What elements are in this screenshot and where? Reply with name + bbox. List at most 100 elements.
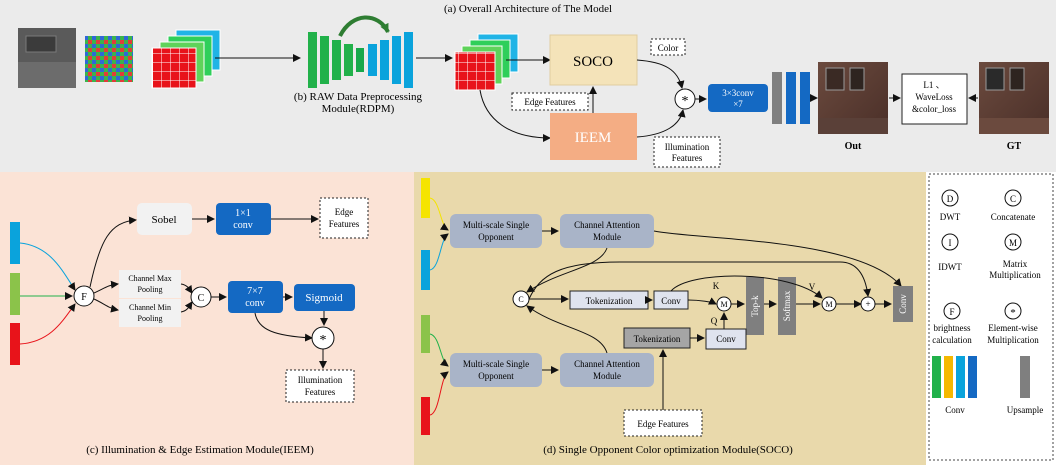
q-label: Q bbox=[711, 316, 718, 326]
legend-matmul-symbol: M bbox=[1009, 238, 1017, 248]
legend-elementwise-line2: Multiplication bbox=[987, 335, 1039, 345]
legend-matmul-icon bbox=[1004, 233, 1022, 251]
legend-brightness-line1: brightness bbox=[934, 323, 971, 333]
soco-input-red bbox=[421, 397, 430, 435]
soco-edge-features-label: Edge Features bbox=[637, 419, 689, 429]
cam-top-line1: Channel Attention bbox=[574, 220, 640, 230]
edge-feature-label: Edge Features bbox=[524, 97, 576, 107]
msso-top-line2: Opponent bbox=[478, 232, 514, 242]
conv-main-label: Conv bbox=[661, 296, 681, 306]
illumination-feature-line2: Features bbox=[672, 153, 703, 163]
ieem-edge-features-box bbox=[319, 197, 369, 239]
brightness-node bbox=[73, 285, 95, 307]
sobel-label: Sobel bbox=[151, 214, 176, 226]
upsample-bar bbox=[772, 72, 782, 124]
channel-min-pool-block bbox=[119, 299, 181, 327]
packed-channel-stack bbox=[151, 29, 221, 89]
legend-upsample-swatch bbox=[1020, 356, 1030, 398]
arrow-conv7-to-mult bbox=[254, 312, 313, 342]
conv-block-edge bbox=[705, 328, 747, 350]
legend-elementwise-icon bbox=[1004, 302, 1022, 320]
msso-top-line1: Multi-scale Single bbox=[463, 220, 529, 230]
brightness-node-symbol: F bbox=[81, 292, 87, 303]
add-node-symbol: + bbox=[865, 299, 870, 309]
soco-concat-symbol: C bbox=[518, 295, 523, 304]
conv-3x3-line1: 3×3conv bbox=[722, 88, 754, 98]
msso-block-bottom bbox=[450, 353, 542, 387]
legend-elementwise-symbol: * bbox=[1010, 307, 1016, 319]
k-label: K bbox=[713, 281, 720, 291]
loss-line1: L1 、 bbox=[923, 80, 944, 90]
concat-node-c-symbol: C bbox=[198, 293, 205, 304]
legend-conv-swatch bbox=[932, 356, 977, 398]
arrow-green-to-msso bbox=[429, 333, 449, 367]
channel-max-line2: Pooling bbox=[138, 285, 163, 294]
ieem-input-blue bbox=[10, 222, 20, 264]
panel-c-title: (c) Illumination & Edge Estimation Modul… bbox=[86, 444, 314, 456]
edge-feature-box bbox=[511, 92, 589, 111]
cam-block-bottom bbox=[560, 353, 654, 387]
loss-box bbox=[901, 73, 968, 125]
color-feature-box bbox=[650, 38, 686, 56]
conv-edge-label: Conv bbox=[716, 334, 736, 344]
legend-conv-label: Conv bbox=[945, 405, 965, 415]
legend-border bbox=[928, 173, 1054, 461]
ieem-elementwise-symbol: * bbox=[320, 333, 327, 348]
conv-1x1-block bbox=[216, 203, 271, 235]
legend-elementwise-line1: Element-wise bbox=[988, 323, 1037, 333]
arrow-f-to-sobel bbox=[89, 216, 137, 288]
legend-matmul-line2: Multiplication bbox=[989, 270, 1041, 280]
ieem-illumination-line2: Features bbox=[305, 387, 336, 397]
ieem-input-green bbox=[10, 273, 20, 315]
legend-concat-symbol: C bbox=[1010, 194, 1016, 204]
conv-7x7-block bbox=[228, 281, 283, 313]
out-label: Out bbox=[845, 141, 862, 152]
final-conv-block bbox=[893, 286, 913, 322]
rdpm-caption-line1: (b) RAW Data Preprocessing bbox=[294, 91, 423, 103]
cam-bottom-line2: Module bbox=[593, 371, 621, 381]
channel-min-line2: Pooling bbox=[138, 314, 163, 323]
legend-background bbox=[926, 172, 1056, 465]
arrow-red-to-f bbox=[19, 303, 76, 345]
ieem-input-red bbox=[10, 323, 20, 365]
legend-concat-icon bbox=[1004, 189, 1022, 207]
softmax-label: Softmax bbox=[782, 290, 792, 321]
arrow-cam-bottom-to-concat bbox=[526, 305, 608, 354]
arrow-ieem-to-mult bbox=[636, 109, 686, 138]
conv-3x3-line2: ×7 bbox=[733, 99, 743, 109]
arrow-blue-to-f bbox=[19, 242, 76, 291]
soco-edge-features-box bbox=[623, 409, 703, 437]
conv-bar-1 bbox=[786, 72, 796, 124]
conv-1x1-line1: 1×1 bbox=[235, 208, 251, 219]
msso-bottom-line1: Multi-scale Single bbox=[463, 359, 529, 369]
msso-bottom-line2: Opponent bbox=[478, 371, 514, 381]
arrow-f-to-max bbox=[93, 280, 119, 294]
legend-dwt-label: DWT bbox=[940, 212, 961, 222]
rdpm-caption-line2: Module(RDPM) bbox=[322, 103, 395, 115]
panel-a-title: (a) Overall Architecture of The Model bbox=[444, 3, 612, 15]
arrow-yellow-to-msso bbox=[429, 197, 449, 231]
soco-input-blue bbox=[421, 250, 430, 290]
legend-brightness-symbol: F bbox=[949, 307, 954, 317]
arrow-conv-k-to-m bbox=[687, 297, 717, 305]
legend-upsample-label: Upsample bbox=[1007, 405, 1044, 415]
channel-max-line1: Channel Max bbox=[128, 274, 171, 283]
arrow-residual-to-plus bbox=[528, 261, 872, 300]
ground-truth-image bbox=[979, 62, 1049, 134]
legend-brightness-line2: calculation bbox=[932, 335, 972, 345]
color-feature-label: Color bbox=[658, 43, 679, 53]
arrow-red-to-msso bbox=[429, 371, 449, 416]
bayer-pattern-image bbox=[85, 36, 133, 82]
channel-min-line1: Channel Min bbox=[129, 303, 171, 312]
conv-7x7-line1: 7×7 bbox=[247, 286, 263, 297]
channel-max-pool-block bbox=[119, 270, 181, 298]
arrow-soco-to-mult bbox=[636, 59, 685, 89]
input-raw-image bbox=[18, 28, 76, 88]
conv-bar-2 bbox=[800, 72, 810, 124]
output-image bbox=[818, 62, 888, 134]
sobel-block bbox=[137, 203, 192, 235]
illumination-feature-line1: Illumination bbox=[665, 142, 710, 152]
conv-1x1-line2: conv bbox=[233, 220, 252, 231]
